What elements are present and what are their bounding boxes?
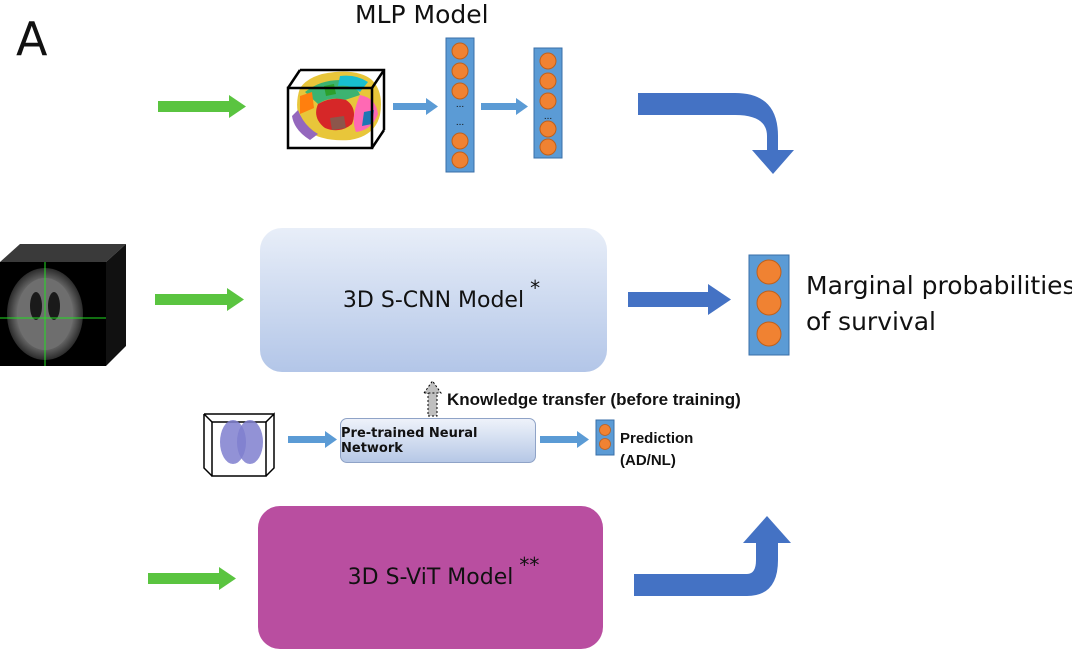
knowledge-transfer-arrow (423, 380, 442, 417)
brain-mask-cube (203, 412, 275, 477)
vit-model-label: 3D S-ViT Model (347, 565, 514, 590)
output-label: Marginal probabilities of survival (806, 268, 1072, 340)
vit-model-star: ** (519, 553, 540, 577)
mlp-arrow-2 (481, 98, 528, 115)
pretrained-output-arrow (540, 431, 589, 448)
mlp-ellipsis: ... (544, 111, 552, 122)
mlp-ellipsis: ... (456, 117, 464, 128)
output-layer (748, 254, 790, 356)
cnn-output-arrow (628, 284, 731, 315)
pretrained-input-arrow (288, 431, 337, 448)
output-line2: of survival (806, 307, 936, 336)
vit-model-box: 3D S-ViT Model ** (258, 506, 603, 649)
pretrained-network-label: Pre-trained Neural Network (341, 425, 478, 456)
input-arrow-mlp (158, 95, 246, 118)
cnn-model-label: 3D S-CNN Model (342, 287, 525, 313)
cnn-model-box: 3D S-CNN Model * (260, 228, 607, 372)
prediction-label: Prediction (AD/NL) (620, 428, 693, 472)
pretrained-network-box: Pre-trained Neural Network (340, 418, 536, 463)
mlp-ellipsis: ... (456, 99, 464, 110)
mlp-layer-2: ... (533, 47, 563, 159)
input-arrow-cnn (155, 288, 244, 311)
knowledge-transfer-label: Knowledge transfer (before training) (447, 390, 741, 409)
mri-brain-cube (0, 244, 126, 366)
input-arrow-vit (148, 567, 236, 590)
output-line1: Marginal probabilities (806, 271, 1072, 300)
prediction-line1: Prediction (620, 430, 694, 447)
mlp-arrow-1 (393, 98, 438, 115)
prediction-layer (595, 419, 615, 456)
mlp-model-title: MLP Model (355, 0, 489, 29)
mlp-layer-1: ... ... (445, 37, 475, 173)
vit-output-arrow (634, 516, 791, 596)
prediction-line2: (AD/NL) (620, 452, 676, 469)
segmented-brain-cube (286, 68, 386, 150)
panel-letter: A (16, 12, 48, 66)
cnn-model-star: * (530, 275, 541, 300)
mlp-output-arrow (638, 93, 794, 174)
